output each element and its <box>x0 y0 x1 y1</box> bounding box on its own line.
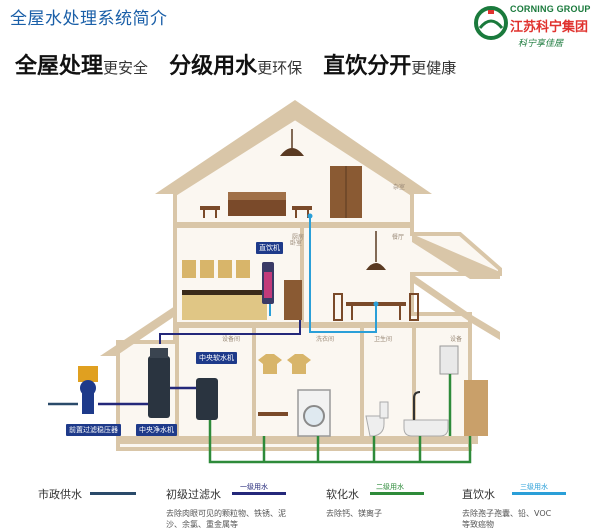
legend-soft: 软化水 二级用水 去除钙、镁离子 <box>326 483 436 526</box>
legend-soft-line <box>370 492 424 495</box>
room-label-bathroom: 卫生间 <box>374 336 393 343</box>
house-svg <box>48 100 502 464</box>
legend-primary-caption: 一级用水 <box>240 483 268 491</box>
house-illustration: 杂室 卧室 厨房 餐厅 设备间 洗衣间 卫生间 设备 前置过滤稳压器 中央净水机… <box>0 94 600 474</box>
device-tag-prefilter: 前置过滤稳压器 <box>66 424 121 436</box>
legend-municipal-name: 市政供水 <box>38 488 82 501</box>
logo-company-name: 江苏科宁集团 <box>510 20 589 35</box>
legend-soft-desc: 去除钙、镁离子 <box>326 509 382 518</box>
device-tag-purifier: 中央净水机 <box>136 424 177 436</box>
headline: 全屋处理更安全 分级用水更环保 直饮分开更健康 <box>15 48 590 80</box>
legend-direct-caption: 三级用水 <box>520 483 548 491</box>
room-label-attic: 杂室 <box>393 184 406 191</box>
room-label-laundry: 洗衣间 <box>316 336 335 343</box>
legend-direct-name: 直饮水 <box>462 488 495 501</box>
legend-municipal-line <box>90 492 136 495</box>
page-title: 全屋水处理系统简介 <box>10 9 168 29</box>
logo-slogan: 科宁享佳居 <box>518 39 564 49</box>
legend-municipal: 市政供水 <box>38 486 148 526</box>
logo-mark-icon <box>474 6 508 40</box>
legend-direct-line <box>512 492 566 495</box>
headline-1: 全屋处理更安全 <box>15 54 149 79</box>
headline-3: 直饮分开更健康 <box>323 54 457 79</box>
legend-primary-desc: 去除肉眼可见的颗粒物、铁锈、泥沙、余氯、重金属等 <box>166 509 286 529</box>
room-label-kitchen: 厨房 <box>292 234 305 241</box>
room-label-bedroom: 卧室 <box>290 240 303 247</box>
legend-primary-name: 初级过滤水 <box>166 488 221 501</box>
legend-soft-caption: 二级用水 <box>376 483 404 491</box>
legend-primary: 初级过滤水 一级用水 去除肉眼可见的颗粒物、铁锈、泥沙、余氯、重金属等 <box>166 483 306 529</box>
room-label-utility: 设备 <box>450 336 463 343</box>
legend-soft-name: 软化水 <box>326 488 359 501</box>
device-tag-softener: 中央软水机 <box>196 352 237 364</box>
legend-direct: 直饮水 三级用水 去除孢子孢囊、铅、VOC等致癌物 <box>462 483 592 529</box>
legend-primary-line <box>232 492 286 495</box>
logo-group-text: CORNING GROUP <box>510 4 591 14</box>
legend-direct-desc: 去除孢子孢囊、铅、VOC等致癌物 <box>462 509 552 529</box>
headline-2: 分级用水更环保 <box>169 54 303 79</box>
device-tag-direct-drink: 直饮机 <box>256 242 283 254</box>
room-label-dining: 餐厅 <box>392 234 405 241</box>
room-label-equipment: 设备间 <box>222 336 241 343</box>
company-logo: CORNING GROUP 江苏科宁集团 科宁享佳居 <box>466 4 596 50</box>
